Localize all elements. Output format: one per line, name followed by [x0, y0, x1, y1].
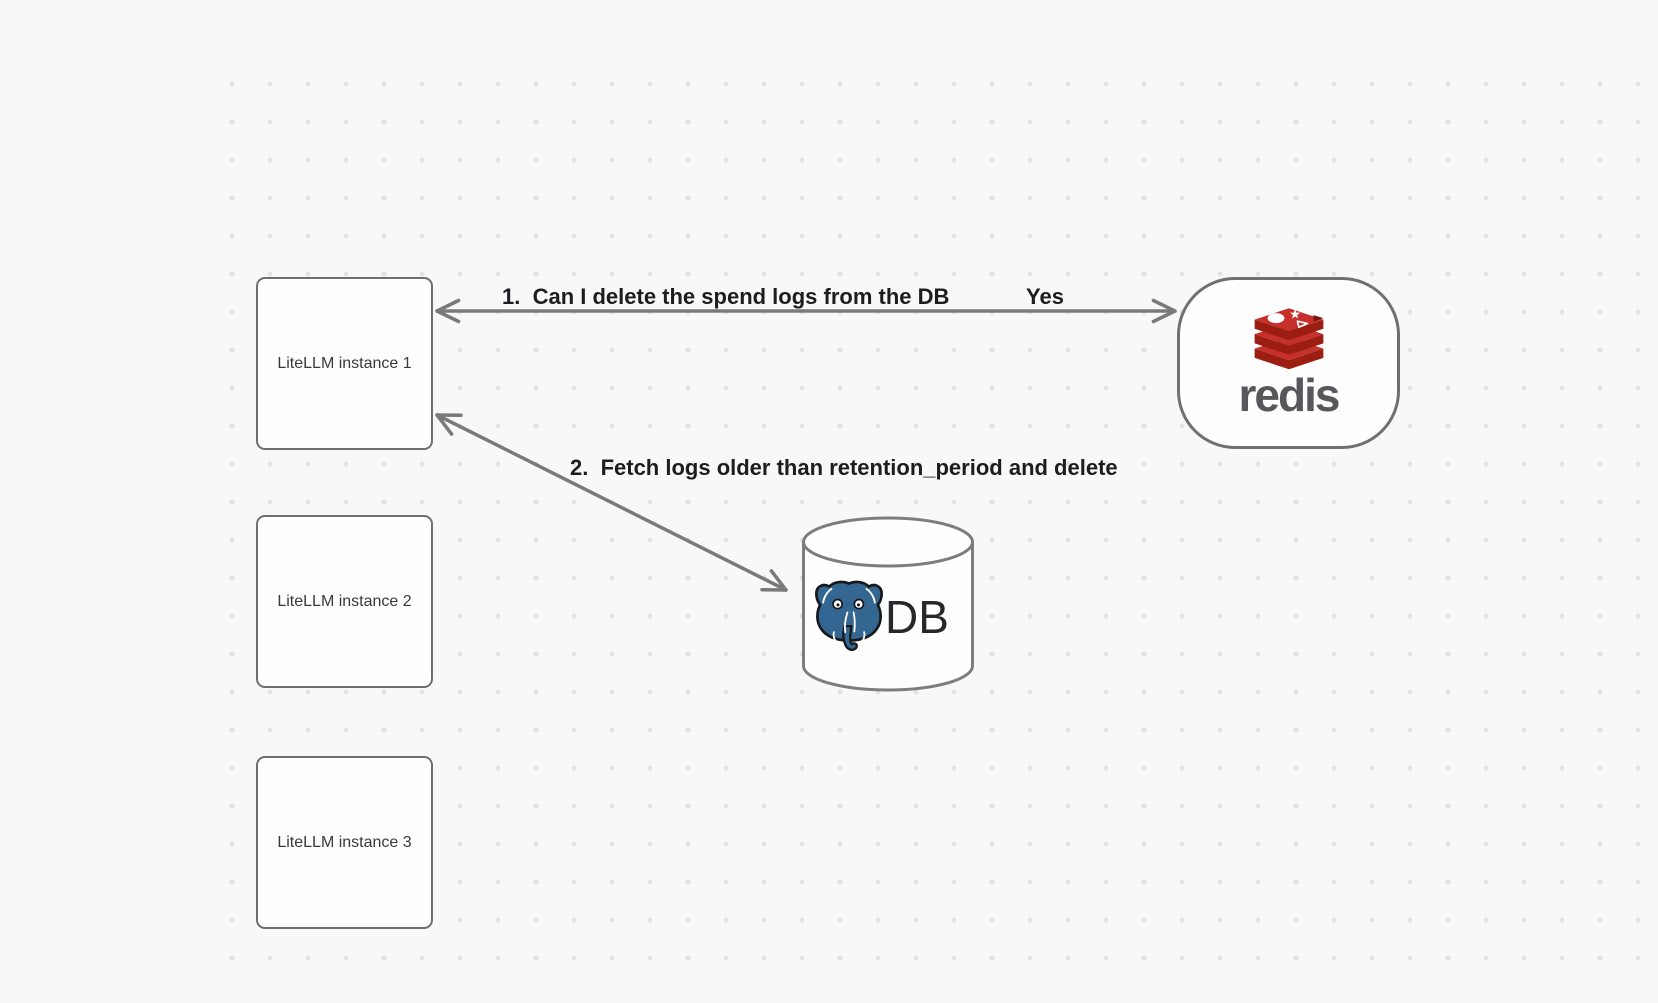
database-label: DB	[885, 591, 949, 643]
litellm-instance-3-label: LiteLLM instance 3	[277, 833, 412, 851]
redis-node[interactable]: redis	[1177, 277, 1400, 449]
litellm-instance-2-node[interactable]: LiteLLM instance 2	[256, 515, 433, 688]
arrowhead-lower-icon	[760, 569, 788, 592]
arrowhead-right-icon	[1151, 298, 1177, 324]
database-cylinder-icon	[802, 516, 974, 692]
postgresql-elephant-icon	[814, 580, 884, 651]
litellm-instance-1-node[interactable]: LiteLLM instance 1	[256, 277, 433, 450]
litellm-instance-3-node[interactable]: LiteLLM instance 3	[256, 756, 433, 929]
arrow-1-response-label[interactable]: Yes	[1026, 284, 1064, 309]
redis-logo-icon	[1254, 308, 1323, 370]
redis-wordmark: redis	[1238, 369, 1341, 421]
litellm-instance-2-label: LiteLLM instance 2	[277, 592, 412, 610]
arrow-delete-spend-logs[interactable]	[435, 298, 1177, 324]
litellm-instance-1-label: LiteLLM instance 1	[277, 354, 412, 372]
arrow-fetch-logs[interactable]	[435, 413, 788, 592]
arrowhead-upper-icon	[435, 413, 463, 436]
arrow-2-label[interactable]: 2. Fetch logs older than retention_perio…	[570, 455, 1118, 480]
arrow-1-label[interactable]: 1. Can I delete the spend logs from the …	[502, 284, 950, 309]
arrowhead-left-icon	[435, 298, 461, 324]
database-node[interactable]: DB	[801, 515, 975, 693]
